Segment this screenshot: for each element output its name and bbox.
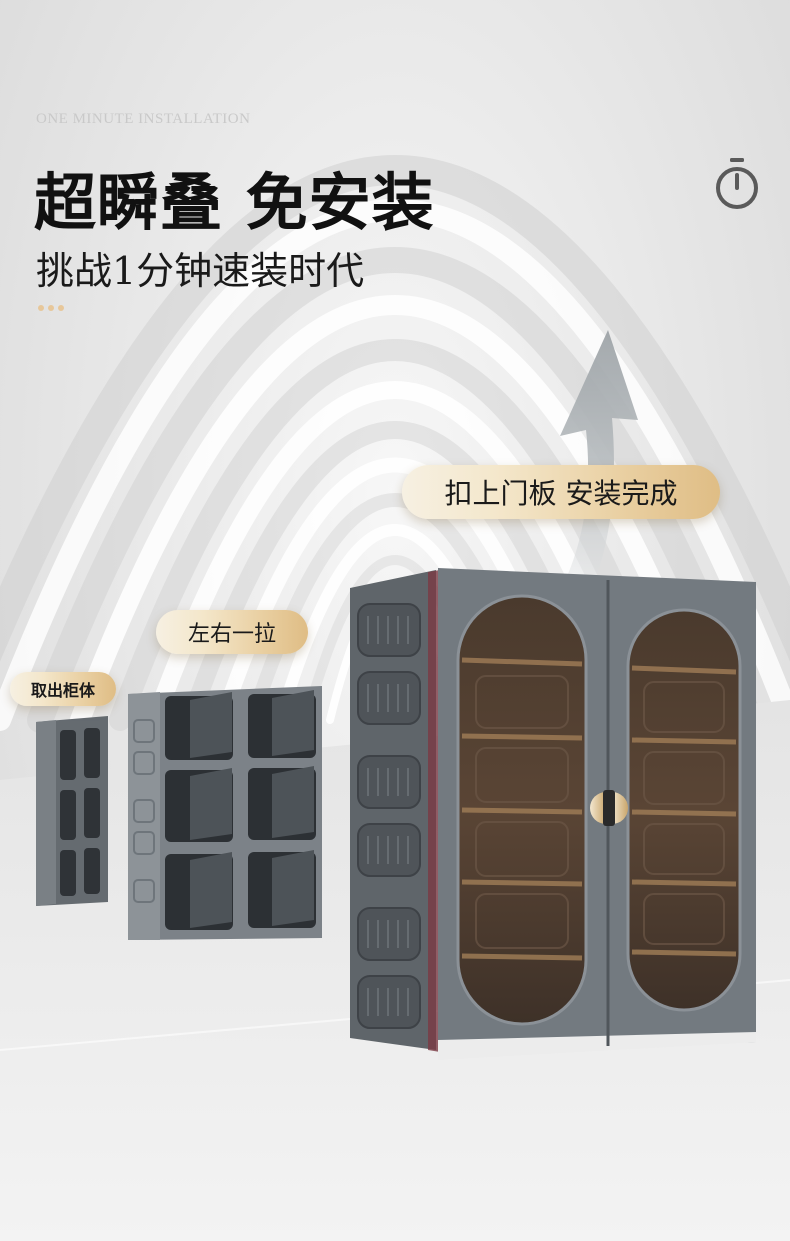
tunnel-arches [0, 155, 790, 733]
cabinet-assembled [350, 568, 756, 1060]
eyebrow-text: ONE MINUTE INSTALLATION [36, 111, 251, 127]
decorative-dots [38, 305, 64, 311]
door-handle [590, 790, 628, 826]
step-label-take-out: 取出柜体 [10, 672, 116, 706]
page-subtitle: 挑战1分钟速装时代 [36, 249, 365, 293]
stopwatch-icon [716, 158, 758, 209]
step-label-pull: 左右一拉 [156, 610, 308, 654]
cabinet-opening [128, 686, 322, 940]
cabinet-collapsed [36, 716, 108, 906]
step-label-finish: 扣上门板 安装完成 [402, 465, 720, 519]
curved-up-arrow-icon [520, 330, 638, 670]
page-title: 超瞬叠 免安装 [34, 166, 435, 239]
